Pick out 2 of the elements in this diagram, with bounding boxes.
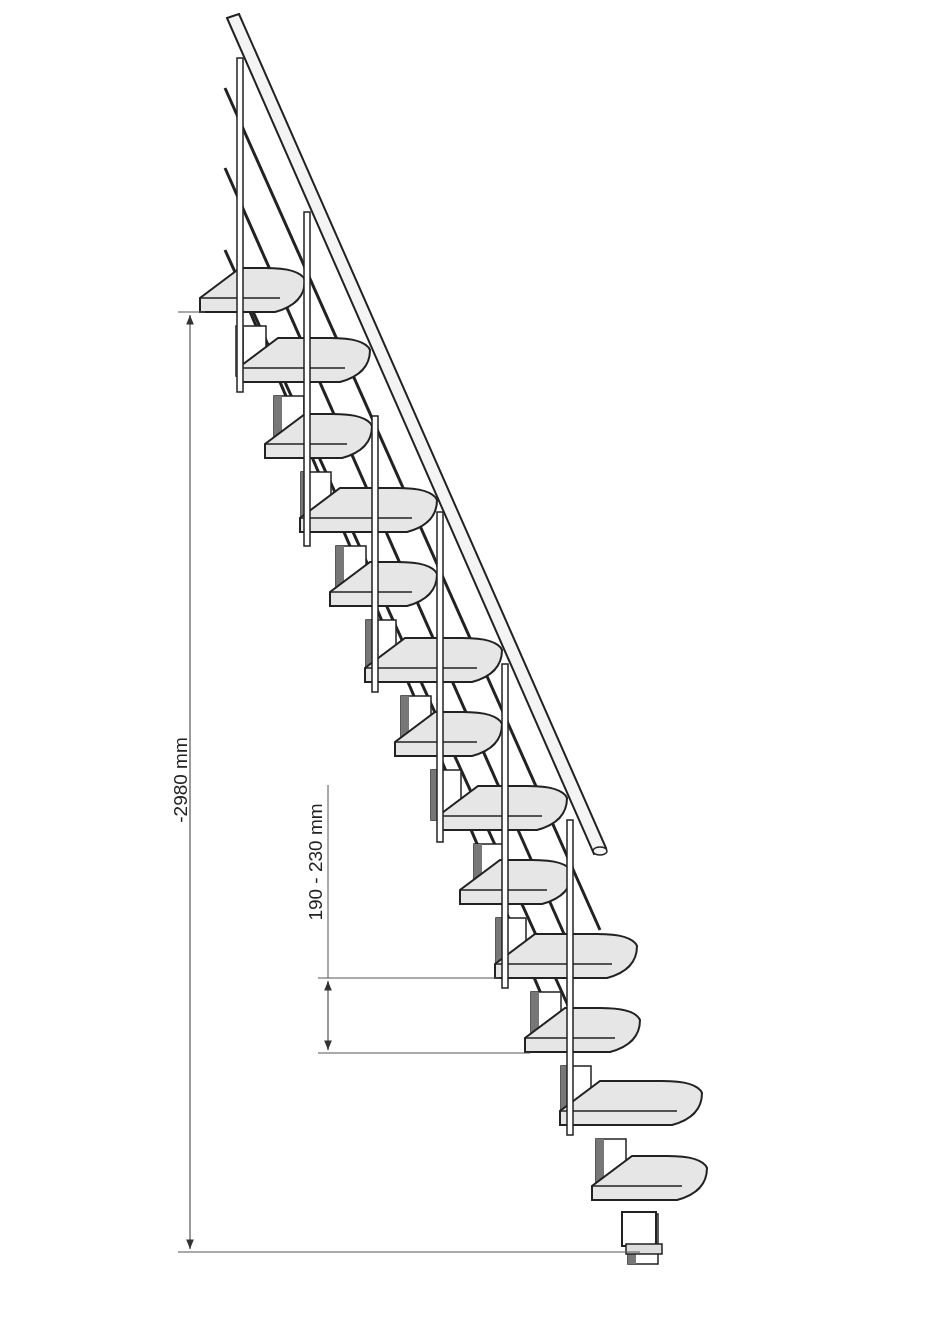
dimension-label: -2980 mm	[169, 737, 192, 823]
dimension-label: 190 - 230 mm	[304, 803, 327, 921]
